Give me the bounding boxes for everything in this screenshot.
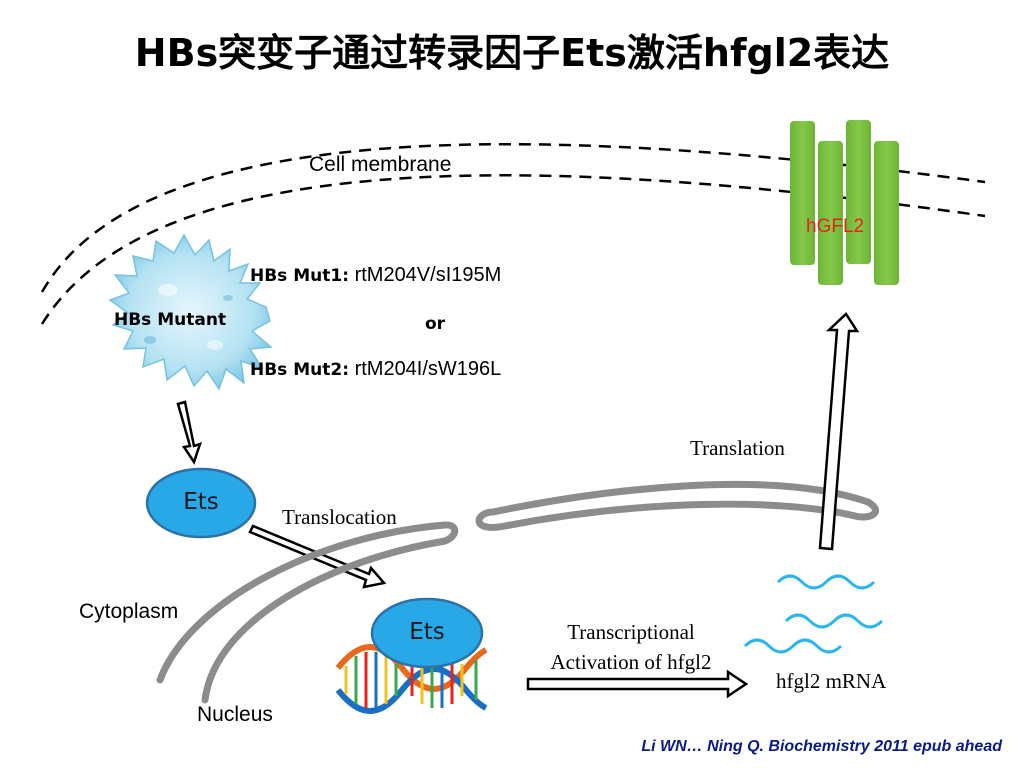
ets-nucleus-label: Ets (409, 619, 445, 645)
translation-label: Translation (690, 436, 785, 460)
cell-membrane-inner (40, 174, 986, 325)
citation: Li WN… Ning Q. Biochemistry 2011 epub ah… (641, 738, 1002, 755)
mrna-label: hfgl2 mRNA (776, 669, 887, 693)
endoplasmic-reticulum (475, 480, 879, 531)
cytoplasm-label: Cytoplasm (79, 600, 179, 623)
hbs-mutant-particle (108, 233, 273, 391)
mutation-1-line: HBs Mut1: rtM204V/sI195M (250, 264, 501, 287)
mrna-waves-icon (743, 574, 884, 654)
mutation-2-line: HBs Mut2: rtM204I/sW196L (250, 358, 501, 381)
transcriptional-line-2: Activation of hfgl2 (550, 650, 712, 674)
slide-title: HBs突变子通过转录因子Ets激活hfgl2表达 (134, 31, 890, 75)
cell-membrane-label: Cell membrane (309, 153, 452, 176)
or-label: or (425, 314, 446, 334)
translation-arrow-icon (818, 312, 860, 551)
mutation-1-key: HBs Mut1: (250, 266, 349, 286)
down-arrow-icon (176, 400, 202, 465)
activation-arrow-icon (526, 669, 749, 699)
translocation-label: Translocation (282, 505, 397, 529)
nuclear-membrane-outer (156, 521, 459, 704)
hgfl2-receptor (790, 120, 899, 285)
ets-cytoplasm (145, 467, 257, 539)
transcriptional-activation-label: Transcriptional Activation of hfgl2 (520, 617, 742, 677)
mutation-2-value: rtM204I/sW196L (354, 358, 502, 380)
hbs-mutant-label: HBs Mutant (114, 310, 227, 330)
mutation-1-value: rtM204V/sI195M (354, 264, 502, 286)
hgfl2-label: hGFL2 (806, 216, 865, 237)
cell-membrane-outer (40, 142, 986, 293)
ets-cytoplasm-label: Ets (183, 489, 219, 515)
nucleus-label: Nucleus (197, 703, 273, 726)
ets-nucleus (370, 597, 484, 669)
mutation-2-key: HBs Mut2: (250, 360, 349, 380)
transcriptional-line-1: Transcriptional (567, 620, 695, 644)
